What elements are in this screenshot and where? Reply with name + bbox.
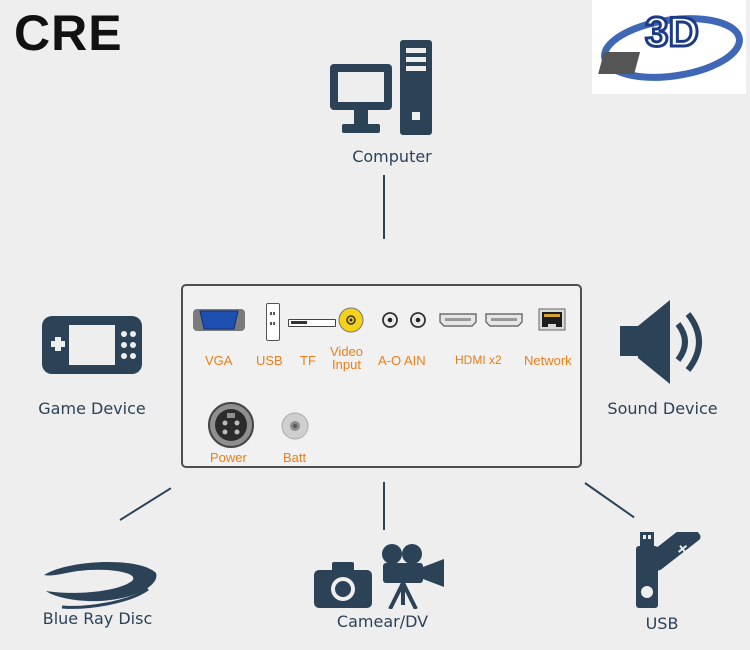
- brand-logo: CRE: [14, 5, 123, 61]
- tf-slot-icon: [288, 319, 336, 327]
- power-label: Power: [210, 450, 247, 465]
- computer-connector: [383, 175, 385, 239]
- hdmi-port-1-icon: [439, 313, 477, 327]
- camera-connector: [383, 482, 385, 530]
- power-port-icon: [207, 401, 255, 449]
- 3d-logo-text: 3D: [645, 8, 699, 55]
- network-port-icon: [538, 306, 566, 332]
- usb-label: USB: [645, 614, 679, 633]
- battery-port-icon: [281, 412, 309, 440]
- vga-port-icon: [193, 307, 245, 333]
- video-input-port-icon: [338, 307, 364, 333]
- network-label: Network: [524, 353, 572, 368]
- game-device-icon: [42, 316, 142, 374]
- audio-in-jack-icon: [410, 312, 426, 328]
- camcorder-icon: [380, 543, 446, 609]
- usb-port-icon: [266, 303, 280, 341]
- sound-device-label: Sound Device: [607, 399, 718, 418]
- game-device-label: Game Device: [38, 399, 146, 418]
- camera-label: Camear/DV: [336, 612, 429, 631]
- batt-label: Batt: [283, 450, 307, 465]
- bluray-label: Blue Ray Disc: [42, 609, 153, 628]
- vga-label: VGA: [205, 353, 233, 368]
- hdmi-label: HDMI x2: [455, 353, 502, 367]
- camera-icon: [314, 562, 372, 608]
- hdmi-port-2-icon: [485, 313, 523, 327]
- bluray-disc-icon: [40, 557, 160, 609]
- bluray-connector: [119, 487, 172, 521]
- computer-icon: [328, 40, 434, 136]
- usb-stick-icon: [632, 532, 714, 612]
- usb-connector: [584, 482, 635, 519]
- tf-label: TF: [300, 353, 316, 368]
- speaker-icon: [620, 296, 712, 388]
- computer-label: Computer: [352, 147, 432, 166]
- ao-ain-label: A-O AIN: [378, 353, 426, 368]
- 3d-logo: 3D: [592, 0, 746, 94]
- usb-label: USB: [256, 353, 283, 368]
- port-panel: VGA USB TF Video Input A-O AIN HDMI x2: [181, 284, 582, 468]
- audio-out-jack-icon: [382, 312, 398, 328]
- video-input-label: Video Input: [330, 344, 364, 372]
